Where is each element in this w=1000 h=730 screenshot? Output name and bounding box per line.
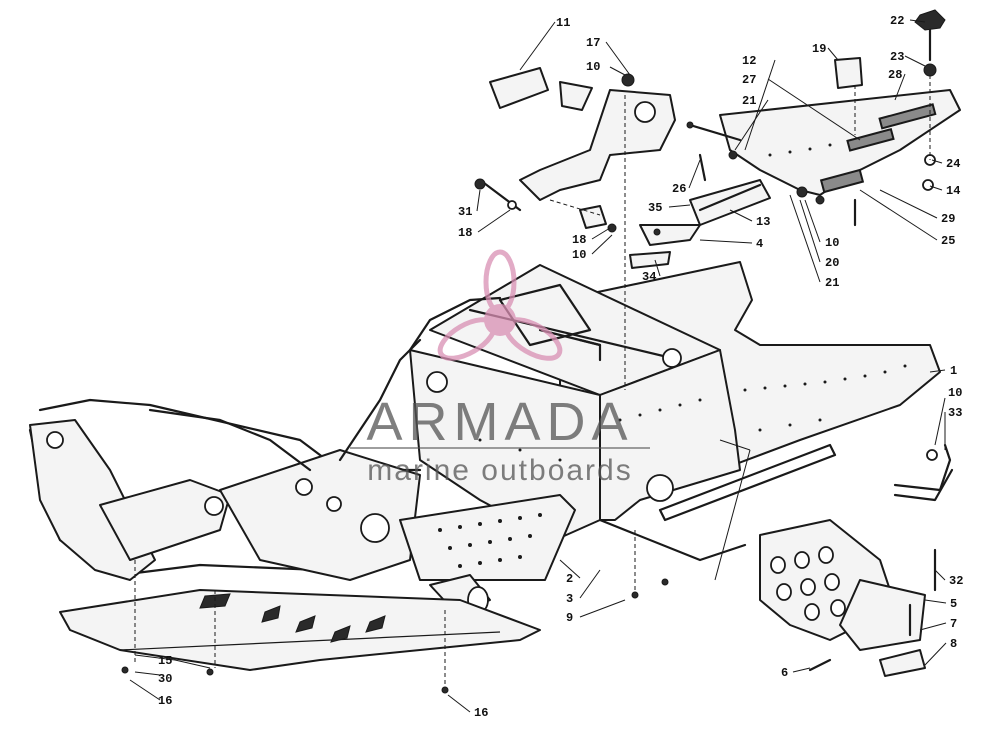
seat-bracket (474, 67, 676, 233)
callout-label: 26 (672, 182, 686, 196)
callout-label: 3 (566, 592, 573, 606)
callout-label: 8 (950, 637, 957, 651)
callout-label: 32 (949, 574, 963, 588)
callout-label: 9 (566, 611, 573, 625)
callout-label: 7 (950, 617, 957, 631)
carrier-holes (770, 546, 846, 621)
callout-label: 10 (948, 386, 962, 400)
callout-label: 14 (946, 184, 960, 198)
callout-label: 24 (946, 157, 960, 171)
callout-label: 18 (458, 226, 472, 240)
front-frame (28, 296, 576, 614)
hitch-assembly (629, 179, 771, 269)
callout-label: 10 (825, 236, 839, 250)
callout-label: 28 (888, 68, 902, 82)
callout-label: 6 (781, 666, 788, 680)
callout-label: 33 (948, 406, 962, 420)
propeller-icon (437, 249, 563, 361)
callout-label: 10 (586, 60, 600, 74)
propeller-hub (484, 304, 516, 336)
belly-pan-slots (199, 593, 386, 643)
callout-label: 10 (572, 248, 586, 262)
callout-label: 35 (648, 201, 662, 215)
callout-label: 15 (158, 654, 172, 668)
callout-label: 20 (825, 256, 839, 270)
callout-label: 31 (458, 205, 472, 219)
callout-label: 12 (742, 54, 756, 68)
rear-carrier (759, 443, 954, 677)
bumper-rivets (768, 143, 832, 157)
chassis-tunnel (409, 261, 941, 562)
callout-label: 27 (742, 73, 756, 87)
callouts: 11 17 10 22 19 23 12 28 27 21 24 14 26 2… (129, 14, 963, 720)
callout-label: 16 (158, 694, 172, 708)
callout-label: 11 (556, 16, 570, 30)
callout-label: 16 (474, 706, 488, 720)
rear-bumper-assembly (719, 9, 961, 198)
callout-label: 21 (825, 276, 839, 290)
watermark-tagline: marine outboards (367, 454, 632, 487)
callout-label: 34 (642, 270, 656, 284)
callout-label: 1 (950, 364, 957, 378)
hardware (121, 121, 857, 694)
footrest-perforations (438, 513, 542, 568)
callout-label: 18 (572, 233, 586, 247)
callout-label: 25 (941, 234, 955, 248)
callout-label: 30 (158, 672, 172, 686)
callout-label: 5 (950, 597, 957, 611)
watermark-brand: ARMADA (366, 392, 633, 452)
callout-label: 17 (586, 36, 600, 50)
callout-label: 4 (756, 237, 763, 251)
callout-label: 19 (812, 42, 826, 56)
callout-label: 22 (890, 14, 904, 28)
rivet-row-upper (478, 364, 907, 462)
watermark: ARMADA marine outboards (350, 249, 650, 487)
callout-label: 29 (941, 212, 955, 226)
belly-pan (59, 589, 541, 671)
callout-label: 2 (566, 572, 573, 586)
callout-label: 13 (756, 215, 770, 229)
callout-label: 21 (742, 94, 756, 108)
callout-label: 23 (890, 50, 904, 64)
assembly-lines (134, 75, 931, 685)
